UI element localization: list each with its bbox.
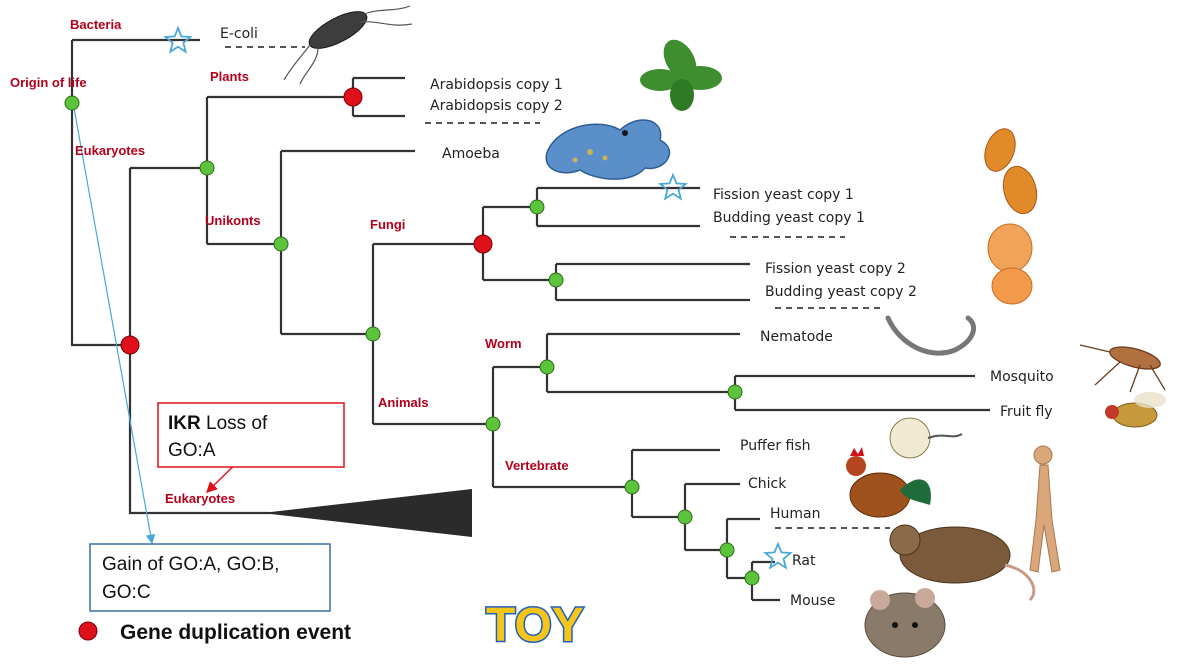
- budding-yeast-image: [984, 128, 1038, 215]
- taxon-label-budding-yeast-1: Budding yeast copy 1: [713, 210, 865, 226]
- rat-image: [889, 524, 1036, 602]
- toy-logo-text: TOY: [486, 599, 584, 652]
- gain-box-line2: GO:C: [102, 582, 151, 603]
- taxon-label-fission-yeast-1: Fission yeast copy 1: [713, 187, 854, 203]
- clade-label-plants: Plants: [210, 69, 249, 84]
- tree-branches: [70, 38, 990, 602]
- clade-label-eukaryotes: Eukaryotes: [75, 143, 145, 158]
- taxon-label-human: Human: [770, 506, 821, 522]
- taxon-label-mosquito: Mosquito: [990, 369, 1054, 385]
- clade-label-fungi: Fungi: [370, 217, 405, 232]
- clade-label-origin: Origin of life: [10, 75, 87, 90]
- gain-arrow: [73, 107, 156, 545]
- ikr-loss-line2: GO:A: [168, 440, 216, 461]
- branch-nematode-insects: [545, 332, 740, 394]
- speciation-node: [529, 199, 545, 215]
- branch-euk-stem: [128, 168, 270, 515]
- chick-image: [846, 447, 931, 518]
- duplication-node: [473, 234, 493, 254]
- speciation-node: [624, 479, 640, 495]
- speciation-node: [485, 416, 501, 432]
- taxon-label-arabidopsis-1: Arabidopsis copy 1: [430, 77, 563, 93]
- toy-logo: TOY: [485, 598, 586, 654]
- dashed-connectors: [225, 46, 890, 529]
- fission-yeast-image: [987, 223, 1033, 305]
- clade-label-eukaryotes-collapsed: Eukaryotes: [165, 491, 235, 506]
- clade-label-vertebrate: Vertebrate: [505, 458, 569, 473]
- mouse-image: [864, 588, 946, 658]
- taxon-label-rat: Rat: [792, 553, 816, 569]
- mosquito-image: [1079, 344, 1166, 393]
- star-icon: [163, 25, 193, 54]
- branch-yeast-copy2: [554, 262, 750, 302]
- taxon-label-nematode: Nematode: [760, 329, 833, 345]
- taxon-label-fission-yeast-2: Fission yeast copy 2: [765, 261, 906, 277]
- taxon-label-budding-yeast-2: Budding yeast copy 2: [765, 284, 917, 300]
- taxon-label-amoeba: Amoeba: [442, 146, 500, 162]
- speciation-node: [744, 570, 760, 586]
- branch-amoeba-ops: [279, 149, 415, 336]
- clade-label-animals: Animals: [378, 395, 429, 410]
- ikr-loss-line1: IKR Loss of: [168, 413, 268, 434]
- branch-chick-mammals: [683, 482, 740, 552]
- star-icon: [658, 172, 688, 201]
- speciation-node: [548, 272, 564, 288]
- duplication-node: [120, 335, 140, 355]
- speciation-node: [677, 509, 693, 525]
- gain-box: [89, 543, 331, 612]
- branch-insects: [733, 374, 990, 412]
- duplication-node: [343, 87, 363, 107]
- nematode-image: [885, 315, 977, 356]
- human-image: [1029, 445, 1061, 573]
- duplication-nodes: [120, 87, 493, 355]
- clade-label-unikonts: Unikonts: [205, 213, 261, 228]
- branch-yeast-copy1: [535, 186, 700, 228]
- ikr-loss-box: [157, 402, 345, 468]
- fruitfly-image: [1105, 392, 1166, 428]
- speciation-node: [199, 160, 215, 176]
- ikr-loss-text: Loss of: [201, 413, 268, 434]
- ikr-label: IKR: [168, 413, 201, 434]
- taxon-label-ecoli: E-coli: [220, 26, 258, 42]
- clade-label-worm: Worm: [485, 336, 522, 351]
- taxon-label-arabidopsis-2: Arabidopsis copy 2: [430, 98, 563, 114]
- branch-root: [70, 40, 130, 347]
- clade-label-bacteria: Bacteria: [70, 17, 122, 32]
- loss-stars: [163, 25, 793, 570]
- taxon-label-fruit-fly: Fruit fly: [1000, 404, 1053, 420]
- legend-label: Gene duplication event: [120, 621, 351, 644]
- gain-box-line1: Gain of GO:A, GO:B,: [102, 554, 279, 575]
- speciation-node: [365, 326, 381, 342]
- speciation-node: [273, 236, 289, 252]
- speciation-node: [719, 542, 735, 558]
- taxon-label-puffer-fish: Puffer fish: [740, 438, 811, 454]
- taxon-label-chick: Chick: [748, 476, 787, 492]
- arabidopsis-image: [640, 39, 722, 111]
- amoeba-image: [545, 119, 671, 180]
- speciation-node: [64, 95, 80, 111]
- taxon-label-mouse: Mouse: [790, 593, 835, 609]
- speciation-node: [539, 359, 555, 375]
- speciation-node: [727, 384, 743, 400]
- speciation-nodes: [64, 95, 760, 586]
- collapsed-eukaryotes-triangle: [262, 489, 472, 537]
- ecoli-image: [283, 5, 413, 85]
- pufferfish-image: [889, 417, 963, 459]
- branch-yeast-dup: [481, 205, 556, 282]
- star-icon: [763, 541, 793, 570]
- legend-duplication-marker: [78, 621, 98, 641]
